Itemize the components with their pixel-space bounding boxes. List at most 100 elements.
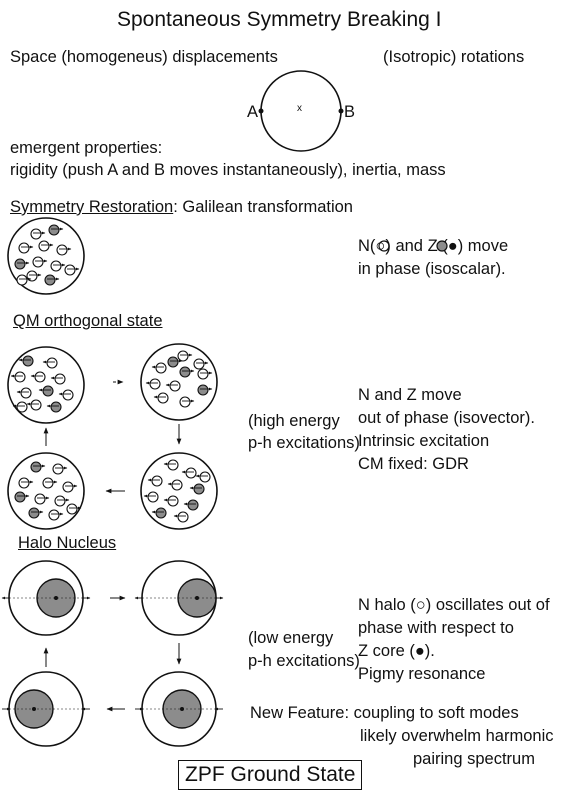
emergent-text: rigidity (push A and B moves instantaneo… — [10, 161, 446, 179]
proton-legend-icon — [436, 240, 448, 252]
neutron-particle — [173, 511, 189, 523]
pigmy-desc-line3: Z core (●). — [358, 642, 435, 660]
neutron-particle — [12, 401, 28, 413]
pigmy-desc-line4: Pigmy resonance — [358, 665, 486, 683]
gdr-desc-line4: CM fixed: GDR — [358, 455, 469, 473]
symmetry-restoration-rest: : Galilean transformation — [173, 198, 353, 216]
new-feature-line1: New Feature: coupling to soft modes — [250, 704, 519, 722]
halo-nucleus-top-left — [1, 560, 91, 636]
neutron-particle — [18, 242, 34, 254]
proton-particle — [46, 401, 62, 413]
neutron-particle — [38, 240, 54, 252]
isoscalar-desc-line1: N(○) and Z (●) move — [358, 237, 509, 255]
halo-nucleus-bottom-right — [135, 671, 223, 747]
proton-particle — [197, 384, 213, 396]
qm-orthogonal-heading: QM orthogonal state — [13, 312, 163, 330]
proton-particle — [38, 385, 54, 397]
symmetry-restoration-heading: Symmetry Restoration: Galilean transform… — [10, 199, 353, 216]
neutron-particle — [50, 373, 66, 385]
nucleus-gdr-bottom-right — [140, 452, 218, 530]
neutron-particle — [195, 471, 211, 483]
emergent-label: emergent properties: — [10, 139, 163, 157]
proton-particle — [18, 355, 34, 367]
neutron-particle — [64, 264, 80, 276]
neutron-particle — [48, 509, 64, 521]
label-a: A — [247, 103, 259, 121]
nucleus-gdr-top-right — [140, 343, 218, 421]
neutron-particle — [177, 350, 193, 362]
halo-cycle-arrows — [43, 595, 182, 712]
neutron-particle — [10, 371, 26, 383]
proton-particle — [14, 491, 30, 503]
neutron-particle — [52, 463, 68, 475]
pigmy-desc-line1: N halo (○) oscillates out of — [358, 596, 550, 614]
proton-particle — [189, 483, 205, 495]
gdr-cycle-arrows — [43, 379, 182, 494]
proton-particle — [28, 507, 44, 519]
neutron-particle — [26, 270, 42, 282]
pigmy-desc-line2: phase with respect to — [358, 619, 514, 637]
neutron-particle — [42, 477, 58, 489]
neutron-particle — [193, 358, 209, 370]
point-b-dot — [338, 108, 344, 114]
rotations-heading: (Isotropic) rotations — [383, 48, 525, 66]
neutron-particle — [163, 495, 179, 507]
neutron-particle — [62, 481, 78, 493]
neutron-particle — [151, 362, 167, 374]
neutron-particle — [181, 467, 197, 479]
low-energy-line2: p-h excitations) — [248, 652, 360, 670]
page-title: Spontaneous Symmetry Breaking I — [117, 8, 442, 31]
nucleus-gdr-bottom-left — [7, 452, 85, 530]
center-mark: x — [297, 103, 302, 114]
proton-particle — [14, 258, 30, 270]
displacements-heading: Space (homogeneus) displacements — [10, 48, 278, 66]
low-energy-line1: (low energy — [248, 629, 334, 647]
neutron-particle — [16, 387, 32, 399]
halo-nucleus-top-right — [134, 560, 224, 636]
neutron-particle — [153, 392, 169, 404]
nucleus-isoscalar — [7, 217, 85, 295]
neutron-particle — [34, 493, 50, 505]
neutron-legend-icon — [378, 240, 390, 252]
neutron-particle — [163, 459, 179, 471]
neutron-particle — [179, 396, 195, 408]
neutron-particle — [30, 228, 46, 240]
neutron-particle — [66, 503, 82, 515]
proton-particle — [179, 366, 195, 378]
label-b: B — [344, 103, 356, 121]
neutron-particle — [30, 371, 46, 383]
neutron-particle — [147, 475, 163, 487]
halo-heading: Halo Nucleus — [18, 534, 117, 552]
gdr-desc-line2: out of phase (isovector). — [358, 409, 536, 427]
proton-particle — [183, 499, 199, 511]
neutron-particle — [18, 477, 34, 489]
proton-particle — [44, 274, 60, 286]
neutron-particle — [56, 244, 72, 256]
neutron-particle — [167, 479, 183, 491]
gdr-desc-line3: Intrinsic excitation — [358, 432, 490, 450]
neutron-particle — [58, 389, 74, 401]
new-feature-line3: pairing spectrum — [413, 750, 535, 768]
symmetry-restoration-underlined: Symmetry Restoration — [10, 198, 174, 216]
nucleus-gdr-top-left — [7, 346, 85, 424]
high-energy-line1: (high energy — [248, 412, 340, 430]
neutron-particle — [165, 380, 181, 392]
neutron-particle — [16, 274, 32, 286]
neutron-particle — [143, 491, 159, 503]
proton-particle — [30, 461, 46, 473]
neutron-particle — [54, 495, 70, 507]
neutron-particle — [42, 357, 58, 369]
neutron-particle — [50, 260, 66, 272]
neutron-particle — [197, 368, 213, 380]
proton-particle — [151, 507, 167, 519]
new-feature-line2: likely overwhelm harmonic — [360, 727, 554, 745]
neutron-particle — [145, 378, 161, 390]
zpf-ground-state-box: ZPF Ground State — [178, 760, 363, 790]
rigid-body-circle — [260, 70, 342, 152]
high-energy-line2: p-h excitations) — [248, 434, 360, 452]
rigid-body-diagram — [258, 70, 344, 152]
gdr-desc-line1: N and Z move — [358, 386, 462, 404]
neutron-particle — [32, 256, 48, 268]
point-a-dot — [258, 108, 264, 114]
